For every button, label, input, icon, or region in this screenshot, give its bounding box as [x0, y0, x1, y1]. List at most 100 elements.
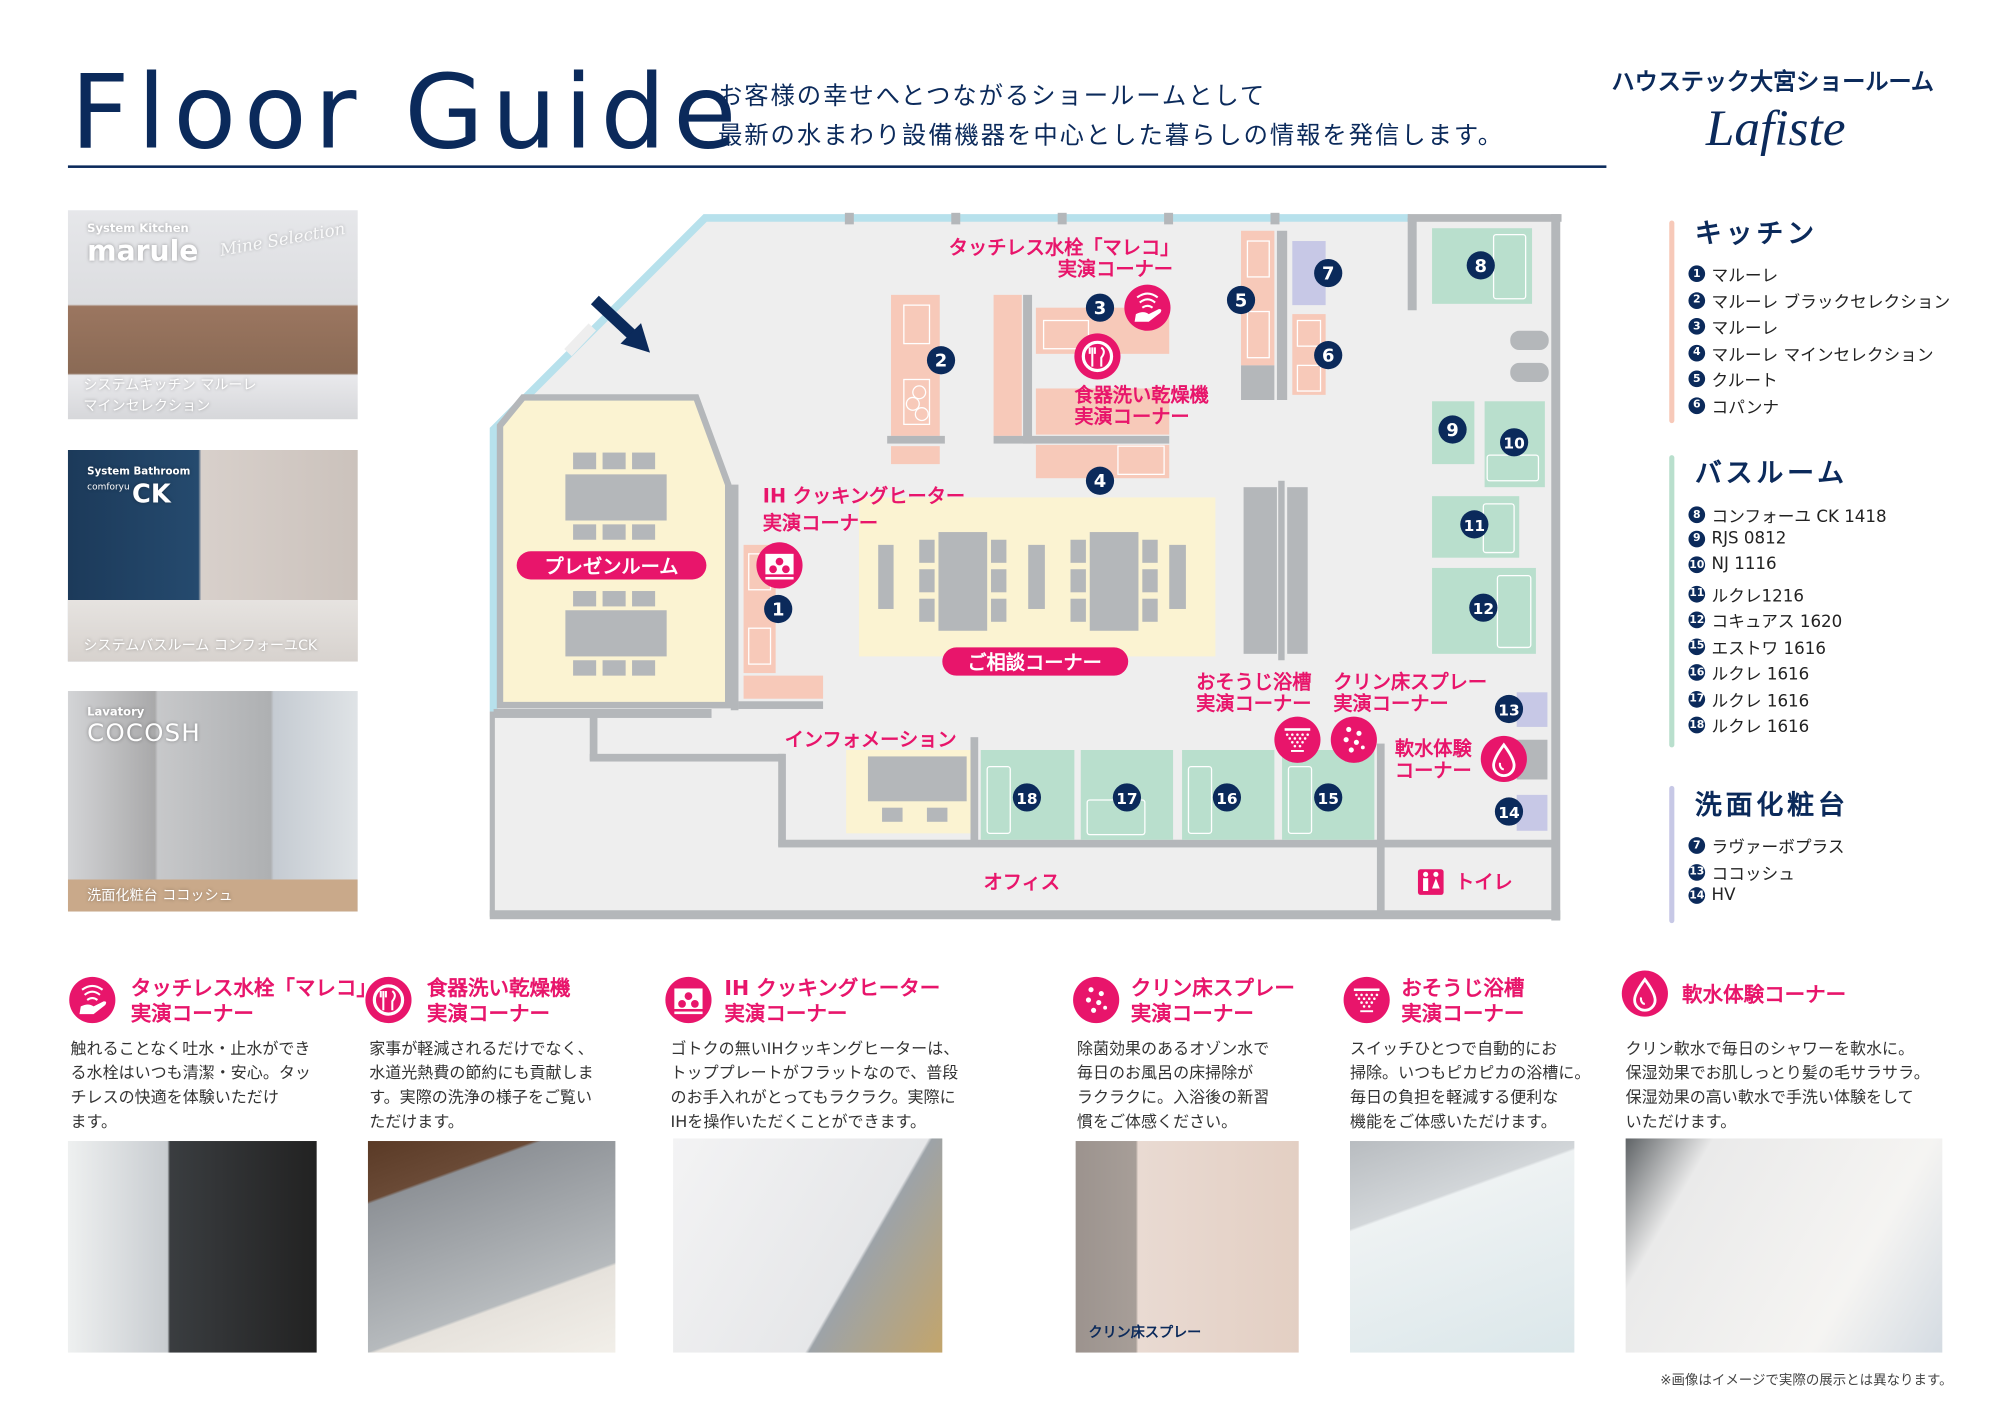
- legend-item-label: ココッシュ: [1711, 864, 1795, 884]
- water-drop-icon: [1621, 970, 1668, 1017]
- consultation-pill: [942, 647, 1129, 676]
- feature-description: ゴトクの無いIHクッキングヒーターは、トッププレートがフラットなので、普段のお手…: [671, 1036, 960, 1133]
- floor-spray-corner-label: クリン床スプレー: [1333, 670, 1487, 693]
- badge-number: 10: [1503, 435, 1524, 453]
- feature-description: スイッチひとつで自動的にお掃除。いつもピカピカの浴槽に。毎日の負担を軽減する便利…: [1350, 1036, 1590, 1133]
- feature-title-line: クリン床スプレー: [1130, 975, 1295, 1000]
- badge-number: 1: [772, 599, 784, 620]
- legend-number-badge: 9: [1688, 530, 1706, 547]
- feature-description-line: トッププレートがフラットなので、普段: [670, 1062, 959, 1083]
- badge-number: 15: [1318, 790, 1339, 808]
- toilet-icon: [1417, 869, 1444, 895]
- feature-title-line: IH クッキングヒーター: [724, 975, 941, 1000]
- legend-number-badge: 2: [1688, 291, 1706, 309]
- feature-title-line: 実演コーナー: [1401, 1001, 1525, 1026]
- legend-number-badge: 16: [1688, 664, 1706, 681]
- feature-description-line: 毎日のお風呂の床掃除が: [1076, 1062, 1254, 1083]
- feature-title-line: 実演コーナー: [1130, 1001, 1254, 1026]
- feature-description: 家事が軽減されるだけでなく、水道光熱費の節約にも貢献します。実際の洗浄の様子をご…: [369, 1036, 593, 1133]
- legend-item-label: ラヴァーボプラス: [1711, 838, 1845, 858]
- presentation-room-label: プレゼンルーム: [545, 555, 679, 578]
- feature-title: 軟水体験コーナー: [1682, 982, 1846, 1008]
- badge-number: 3: [1094, 298, 1106, 319]
- feature-title: 食器洗い乾燥機実演コーナー: [427, 976, 571, 1027]
- feature-description-line: ます。: [70, 1111, 118, 1131]
- presentation-room: [496, 394, 732, 709]
- legend-number-badge: 6: [1688, 396, 1706, 414]
- badge-number: 18: [1016, 790, 1037, 808]
- marleco-corner-label: タッチレス水栓「マレコ」: [949, 236, 1180, 259]
- feature-title: IH クッキングヒーター実演コーナー: [724, 976, 940, 1027]
- photo-category: System Kitchen: [87, 223, 189, 236]
- legend-section-bar: [1669, 455, 1675, 748]
- legend-number-badge: 12: [1688, 611, 1706, 629]
- legend-item: 16 ルクレ 1616: [1688, 660, 1810, 685]
- display-number-badge: 16: [1212, 783, 1242, 812]
- feature-photo: [673, 1138, 943, 1353]
- feature-description: 触れることなく吐水・止水ができる水栓はいつも清潔・安心。タッチレスの快適を体験い…: [71, 1036, 311, 1133]
- feature-description-line: のお手入れがとってもラクラク。実際に: [670, 1087, 956, 1107]
- feature-photo: クリン床スプレー: [1075, 1141, 1299, 1353]
- photo-category: Lavatory: [87, 706, 145, 720]
- feature-description-line: IHを操作いただくことができます。: [670, 1111, 927, 1131]
- legend-number-badge: 10: [1688, 556, 1706, 574]
- feature-title-line: 実演コーナー: [130, 1001, 254, 1026]
- badge-number: 16: [1216, 790, 1237, 808]
- display-number-badge: 4: [1085, 466, 1115, 495]
- floor-spray-icon: [1073, 976, 1120, 1024]
- display-number-badge: 2: [926, 346, 956, 375]
- kitchen-partitions: [887, 230, 1288, 444]
- feature-description-line: る水栓はいつも清潔・安心。タッ: [70, 1062, 311, 1083]
- badge-number: 11: [1464, 517, 1485, 535]
- bath-clean-corner-label: 実演コーナー: [1196, 692, 1311, 715]
- photo-caption: クリン床スプレー: [1088, 1324, 1202, 1342]
- legend-item-label: マルーレ ブラックセレクション: [1711, 292, 1951, 313]
- feature-description: クリン軟水で毎日のシャワーを軟水に。保湿効果でお肌しっとり髪の毛サラサラ。保湿効…: [1626, 1036, 1930, 1133]
- feature-description-line: 保湿効果の高い軟水で手洗い体験をして: [1625, 1087, 1914, 1107]
- footnote: ※画像はイメージで実際の展示とは異なります。: [1660, 1373, 1953, 1389]
- feature-description-line: チレスの快適を体験いただけ: [70, 1087, 279, 1107]
- photo-kitchen-marule: System Kitchen marule Mine Selection システ…: [67, 210, 358, 420]
- toilet-label: トイレ: [1455, 870, 1513, 893]
- legend-number-badge: 13: [1688, 863, 1706, 881]
- display-number-badge: 18: [1012, 783, 1042, 812]
- photo-product-name: CK: [132, 478, 171, 509]
- badge-number: 9: [1446, 420, 1458, 441]
- feature-description-line: ただけます。: [369, 1111, 464, 1131]
- feature-description-line: 機能をご体感いただけます。: [1349, 1111, 1557, 1131]
- legend-item-label: コキュアス 1620: [1711, 612, 1843, 633]
- touchless-faucet-corner-icon: [1124, 284, 1171, 331]
- feature-description-line: 触れることなく吐水・止水ができ: [70, 1038, 311, 1058]
- legend-item-label: ルクレ 1616: [1711, 665, 1810, 685]
- feature-title-line: 実演コーナー: [426, 1001, 551, 1026]
- display-number-badge: 3: [1085, 293, 1115, 322]
- ih-cooktop-corner-icon: [756, 542, 803, 589]
- display-number-badge: 17: [1112, 783, 1142, 812]
- page-title: Floor Guide: [70, 52, 745, 172]
- feature-description-line: 慣をご体感ください。: [1076, 1111, 1238, 1131]
- photo-product-name: marule: [87, 235, 199, 268]
- feature-title-line: 食器洗い乾燥機: [426, 975, 571, 1000]
- legend-item-label: ルクレ 1616: [1711, 691, 1810, 711]
- legend-number-badge: 15: [1688, 637, 1706, 655]
- window-mullions: [844, 212, 1280, 225]
- floor-spray-corner-icon: [1330, 716, 1377, 763]
- feature-description-line: ゴトクの無いIHクッキングヒーターは、: [670, 1038, 960, 1058]
- feature-description-line: ラクラクに。入浴後の新習: [1076, 1087, 1270, 1107]
- display-number-badge: 6: [1314, 341, 1343, 370]
- legend-number-badge: 4: [1688, 344, 1706, 361]
- feature-title-line: 軟水体験コーナー: [1682, 982, 1847, 1007]
- water-drop-corner-icon: [1480, 735, 1527, 783]
- legend-item: 2 マルーレ ブラックセレクション: [1688, 288, 1950, 312]
- consultation-furniture: [878, 480, 1308, 661]
- legend-heading: キッチン: [1694, 217, 1818, 249]
- feature-description-line: 水道光熱費の節約にも貢献しま: [369, 1062, 594, 1083]
- bathtub-shape: [67, 599, 358, 662]
- marleco-corner-label: 実演コーナー: [1058, 258, 1173, 281]
